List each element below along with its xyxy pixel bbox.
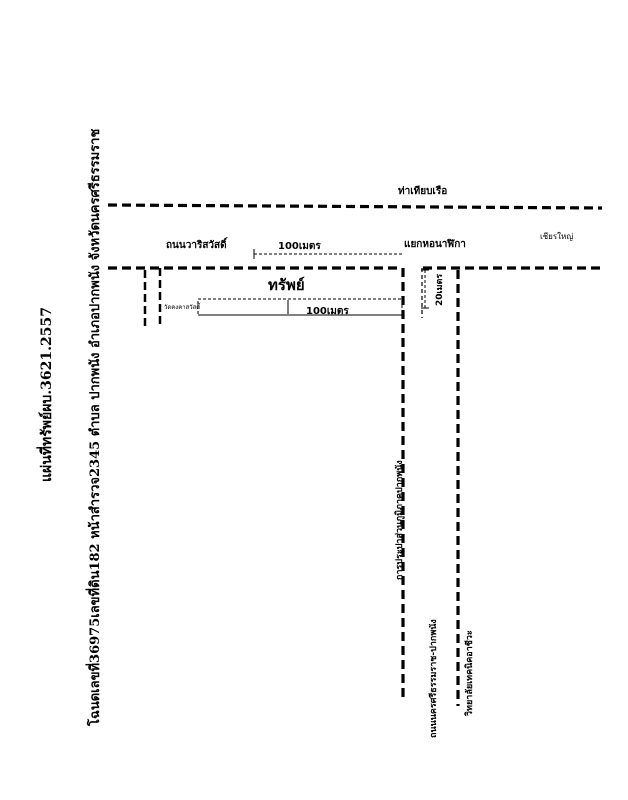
chian-yai-label: เชียรใหญ่: [540, 232, 574, 241]
sheet-title: แผ่นที่ทรัพย์ผบ.3621.2557: [39, 307, 55, 482]
property-label: ทรัพย์: [268, 276, 305, 294]
pier-label: ท่าเทียบเรือ: [398, 186, 448, 197]
pea-office-label: การประปาส่วนภูมิภาคปากพนัง: [395, 460, 405, 580]
top-road: [107, 203, 603, 210]
college-label: วิทยาลัยเทคนิคอาชีวะ: [465, 630, 475, 716]
nakhon-road-label: ถนนนครศรีธรรมราช-ปากพนัง: [429, 619, 439, 738]
warisawat-road-label: ถนนวาริสวัสดิ์: [166, 240, 227, 251]
temple-label: วัดคงคาสวัสดิ์: [164, 304, 201, 311]
dist-20-label: 20เมตร: [435, 273, 445, 306]
dist-100-top-label: 100เมตร: [278, 241, 321, 252]
deed-title: โฉนดเลขที่36975เลขที่ดิน182 หน้าสำรวจ234…: [88, 128, 103, 726]
temple-outline: [197, 298, 403, 316]
junction-label: แยกหอนาฬิกา: [404, 239, 466, 250]
dist-100-bottom-label: 100เมตร: [306, 306, 349, 317]
